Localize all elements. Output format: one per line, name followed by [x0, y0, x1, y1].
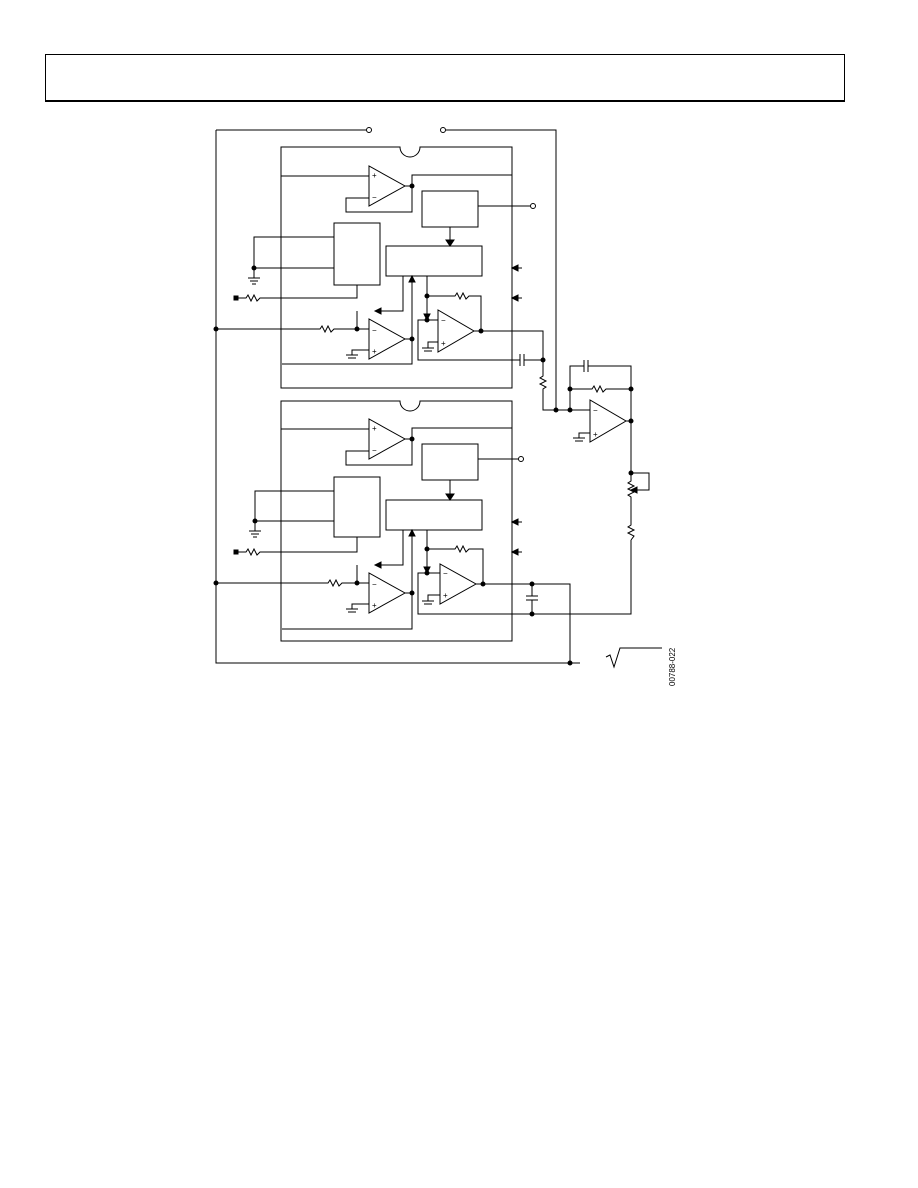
svg-text:−: − [372, 193, 377, 202]
figure-id-label: 00788-022 [668, 647, 677, 686]
logic-block-upper [333, 222, 381, 286]
svg-text:−: − [441, 316, 446, 325]
svg-text:−: − [443, 569, 448, 578]
summing-amp [589, 399, 627, 443]
page-header-box [45, 54, 845, 102]
svg-text:−: − [372, 446, 377, 455]
svg-text:+: + [441, 339, 446, 348]
buffer-amp-upper [368, 165, 407, 207]
upper-ic-package: + − − + [216, 146, 556, 411]
dac-block-upper [385, 245, 483, 277]
lower-ic-package: + − − + [216, 400, 632, 663]
svg-text:+: + [372, 424, 377, 433]
input-amp-upper [368, 318, 407, 360]
output-symbol [605, 647, 662, 669]
supply-terminal-left [366, 127, 372, 133]
external-summing-amp: − + [553, 360, 650, 541]
buffer-amp-lower [368, 418, 407, 460]
svg-text:+: + [372, 347, 377, 356]
svg-text:+: + [443, 591, 448, 600]
svg-text:−: − [372, 326, 377, 335]
dac-block-lower [385, 499, 483, 531]
svg-text:+: + [593, 430, 598, 439]
logic-block-lower [333, 476, 381, 538]
reference-block-upper [421, 190, 479, 228]
supply-terminal-right [440, 127, 446, 133]
input-amp-lower [368, 572, 407, 614]
svg-text:−: − [593, 406, 598, 415]
reference-block-lower [421, 443, 479, 481]
svg-text:−: − [372, 580, 377, 589]
output-amp-upper [437, 309, 475, 353]
svg-text:+: + [372, 601, 377, 610]
svg-text:+: + [372, 171, 377, 180]
output-amp-lower [439, 563, 478, 605]
